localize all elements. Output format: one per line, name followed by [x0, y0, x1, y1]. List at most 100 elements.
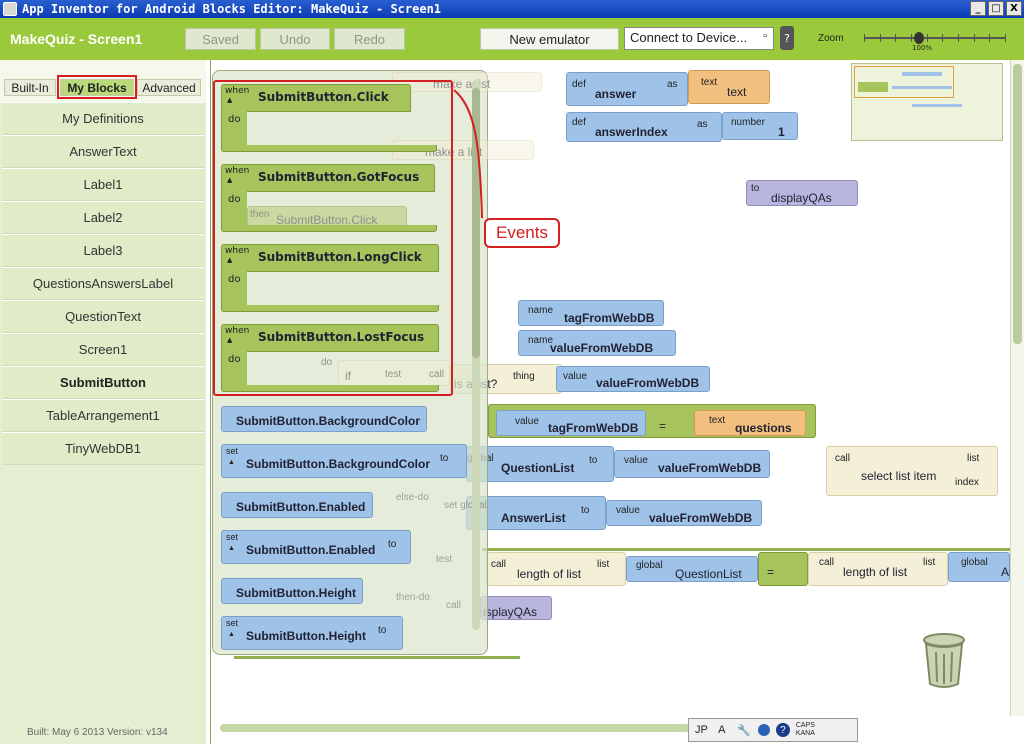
- getter-submitbutton-enabled[interactable]: SubmitButton.Enabled: [221, 492, 373, 518]
- setter-submitbutton-backgroundcolor[interactable]: set ▲ SubmitButton.BackgroundColor to: [221, 444, 467, 478]
- minimize-button[interactable]: _: [970, 1, 986, 16]
- device-select-value: Connect to Device...: [630, 30, 748, 45]
- collapse-triangle-icon: ▲: [227, 176, 233, 184]
- ghost-then-do-label: then-do: [396, 592, 430, 603]
- dropdown-icon: ▫: [763, 30, 767, 42]
- menu-item-tinywebdb1[interactable]: TinyWebDB1: [2, 432, 204, 465]
- window-controls: _ □ X: [970, 1, 1022, 16]
- select-list-item-block[interactable]: call select list item list index: [826, 446, 998, 496]
- zoom-slider-track[interactable]: [864, 37, 1006, 39]
- highlight-my-blocks-tab: [57, 75, 137, 99]
- call-displayqas-block[interactable]: isplayQAs: [480, 596, 552, 620]
- ghost-test-label: test: [436, 554, 453, 565]
- highlight-events-group: [213, 80, 453, 396]
- ghost-set-global-label: set global: [444, 500, 487, 511]
- value-tagfromwebdb-block[interactable]: value tagFromWebDB: [496, 410, 646, 436]
- block-connector-line-1: [482, 548, 1010, 551]
- zoom-slider-ticks: [864, 34, 1006, 42]
- collapse-triangle-icon: ▲: [227, 256, 233, 264]
- minimap-viewport[interactable]: [854, 66, 954, 98]
- tab-my-blocks[interactable]: My Blocks: [60, 79, 134, 96]
- length-of-list-block-2[interactable]: call length of list list: [808, 552, 948, 586]
- window-title: App Inventor for Android Blocks Editor: …: [22, 2, 442, 16]
- collapse-triangle-icon: ▲: [227, 96, 233, 104]
- trash-can-icon[interactable]: [920, 630, 968, 690]
- zoom-slider-knob[interactable]: [914, 32, 924, 44]
- phone-help-icon[interactable]: ?: [780, 26, 794, 50]
- number-block[interactable]: number 1: [722, 112, 798, 140]
- workspace-minimap[interactable]: [851, 63, 1003, 141]
- value-valuefromwebdb-block-2[interactable]: value valueFromWebDB: [614, 450, 770, 478]
- menu-item-label3[interactable]: Label3: [2, 234, 204, 267]
- value-valuefromwebdb-block-3[interactable]: value valueFromWebDB: [606, 500, 762, 526]
- global-ans-block[interactable]: global Ans: [948, 552, 1022, 582]
- global-questionlist-block[interactable]: global QuestionList: [626, 556, 758, 582]
- undo-button[interactable]: Undo: [260, 28, 330, 50]
- app-icon: [3, 2, 17, 16]
- menu-item-my-definitions[interactable]: My Definitions: [2, 102, 204, 135]
- menu-item-label1[interactable]: Label1: [2, 168, 204, 201]
- length-of-list-block-1[interactable]: call length of list list: [486, 552, 626, 586]
- getter-submitbutton-height[interactable]: SubmitButton.Height: [221, 578, 363, 604]
- ghost-else-do-label: else-do: [396, 492, 429, 503]
- to-displayqas-block[interactable]: to displayQAs: [746, 180, 858, 206]
- blocks-palette: Built-In My Blocks Advanced My Definitio…: [0, 60, 206, 744]
- block-connector-line-2: [234, 656, 520, 659]
- text-questions-block[interactable]: text questions: [694, 410, 806, 436]
- menu-item-submitbutton[interactable]: SubmitButton: [2, 366, 204, 399]
- component-list: My Definitions AnswerText Label1 Label2 …: [2, 102, 204, 465]
- menu-item-questionsanswerslabel[interactable]: QuestionsAnswersLabel: [2, 267, 204, 300]
- window-title-bar: App Inventor for Android Blocks Editor: …: [0, 0, 1024, 18]
- event-submitbutton-longclick[interactable]: when ▲ SubmitButton.LongClick do: [221, 244, 439, 314]
- maximize-button[interactable]: □: [988, 1, 1004, 16]
- menu-item-answertext[interactable]: AnswerText: [2, 135, 204, 168]
- collapse-triangle-icon: ▲: [227, 336, 233, 344]
- name-valuefromwebdb-block[interactable]: name valueFromWebDB: [518, 330, 676, 356]
- def-answer-block[interactable]: def answer as: [566, 72, 688, 106]
- def-answerindex-block[interactable]: def answerIndex as: [566, 112, 722, 142]
- drawer-scrollbar[interactable]: [472, 80, 480, 630]
- workspace-border: [210, 60, 211, 744]
- ime-jp[interactable]: JP: [695, 724, 708, 736]
- ime-tools-icon[interactable]: 🔧: [736, 724, 751, 737]
- build-info: Built: May 6 2013 Version: v134: [27, 727, 168, 738]
- setter-submitbutton-height[interactable]: set ▲ SubmitButton.Height to: [221, 616, 403, 650]
- ghost-call-label: call: [446, 600, 462, 611]
- getter-submitbutton-backgroundcolor[interactable]: SubmitButton.BackgroundColor: [221, 406, 427, 432]
- set-global-questionlist-block[interactable]: global QuestionList to: [466, 446, 614, 482]
- value-valuefromwebdb-block-1[interactable]: value valueFromWebDB: [556, 366, 710, 392]
- toolbar: MakeQuiz - Screen1 Saved Undo Redo New e…: [0, 18, 1024, 60]
- saved-button[interactable]: Saved: [185, 28, 256, 50]
- setter-submitbutton-enabled[interactable]: set ▲ SubmitButton.Enabled to: [221, 530, 411, 564]
- close-button[interactable]: X: [1006, 1, 1022, 16]
- menu-item-label2[interactable]: Label2: [2, 201, 204, 234]
- menu-item-tablearrangement1[interactable]: TableArrangement1: [2, 399, 204, 432]
- zoom-label: Zoom: [818, 33, 844, 44]
- project-title: MakeQuiz - Screen1: [10, 31, 143, 47]
- menu-item-screen1[interactable]: Screen1: [2, 333, 204, 366]
- workspace-horizontal-scrollbar[interactable]: [220, 724, 690, 732]
- new-emulator-button[interactable]: New emulator: [480, 28, 619, 50]
- menu-item-questiontext[interactable]: QuestionText: [2, 300, 204, 333]
- text-block[interactable]: text text: [688, 70, 770, 104]
- ime-mode-icon[interactable]: A: [718, 724, 726, 736]
- equals-block[interactable]: =: [758, 552, 808, 586]
- connect-device-select[interactable]: Connect to Device... ▫: [624, 27, 774, 50]
- zoom-percent: 100%: [912, 44, 933, 52]
- event-submitbutton-lostfocus[interactable]: when ▲ SubmitButton.LostFocus do: [221, 324, 439, 394]
- ime-help-icon[interactable]: ?: [775, 723, 790, 737]
- callout-connector: [453, 89, 483, 219]
- workspace-vertical-scrollbar[interactable]: [1010, 60, 1024, 716]
- event-submitbutton-click[interactable]: when ▲ SubmitButton.Click do: [221, 84, 437, 154]
- event-submitbutton-gotfocus[interactable]: when ▲ SubmitButton.GotFocus do: [221, 164, 437, 234]
- redo-button[interactable]: Redo: [334, 28, 405, 50]
- ime-pad-icon[interactable]: [757, 724, 770, 736]
- tab-built-in[interactable]: Built-In: [4, 79, 56, 96]
- events-callout: Events: [484, 218, 560, 248]
- set-global-answerlist-block[interactable]: AnswerList to: [466, 496, 606, 530]
- tab-advanced[interactable]: Advanced: [137, 79, 201, 96]
- name-tagfromwebdb-block[interactable]: name tagFromWebDB: [518, 300, 664, 326]
- palette-tabs: Built-In My Blocks Advanced: [0, 60, 206, 102]
